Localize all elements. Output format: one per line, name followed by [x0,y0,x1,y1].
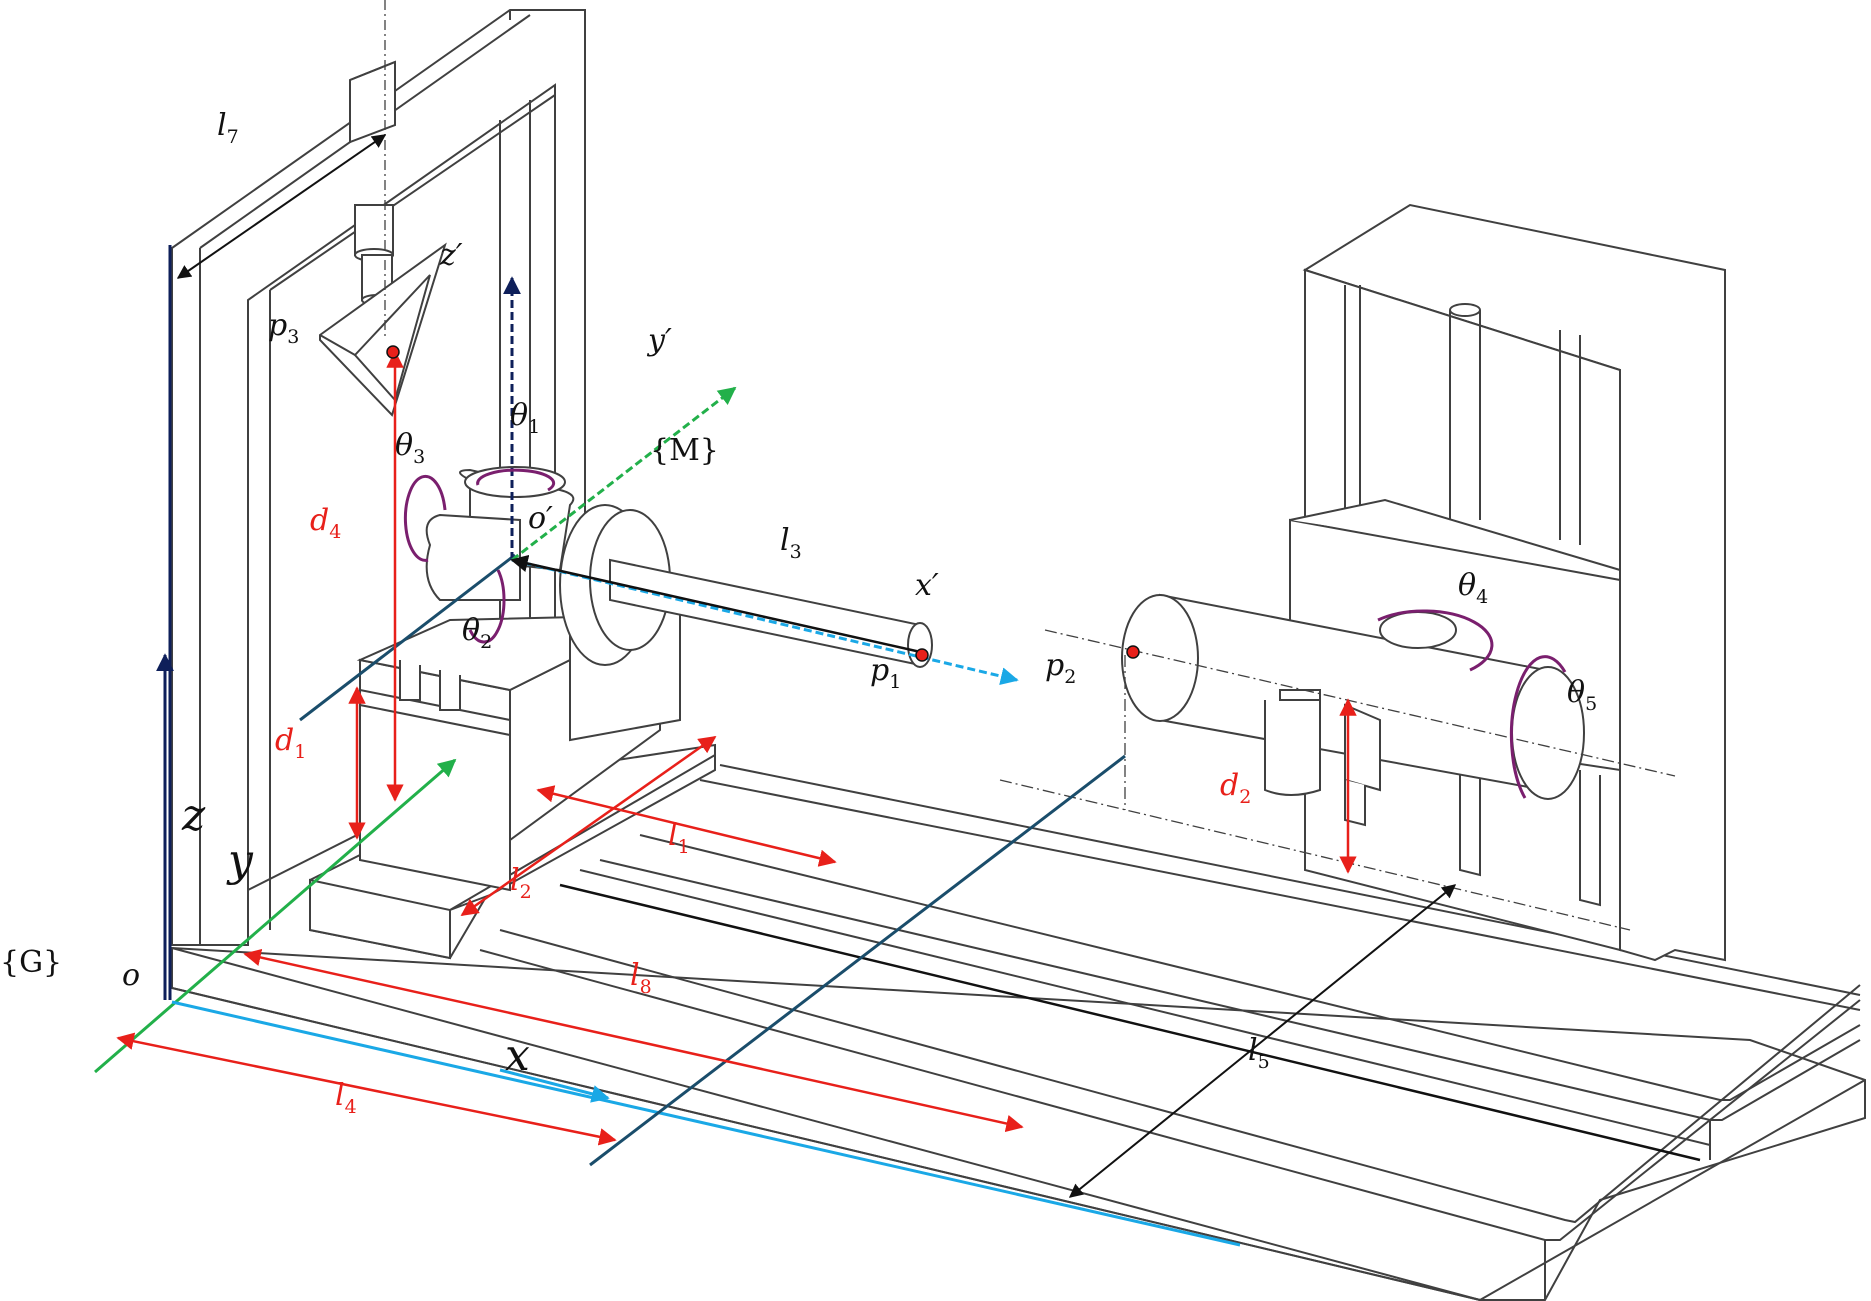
axis-y-label: y [226,835,254,886]
l1-label: l1 [668,818,690,858]
red-dimensions [116,350,1357,1146]
theta3-label: θ3 [395,428,425,468]
l4-label: l4 [335,1078,357,1118]
p2-label: p2 [1045,648,1076,688]
p1-label: p1 [870,653,901,693]
d1-label: d1 [275,723,306,763]
axis-x-prime-label: x′ [915,568,939,603]
frame-m-label: {M} [650,433,719,468]
black-dimensions [176,134,1457,1198]
theta5-rotation [1509,655,1567,799]
right-column [1289,203,1726,962]
origin-o-prime-label: o′ [528,501,553,536]
l5-label: l5 [1248,1033,1270,1073]
l7-dimension [176,134,387,279]
tool-axis-line-left [299,553,516,722]
p1-point [915,648,929,662]
theta2-rotation-b [468,569,506,644]
theta4-label: θ4 [1458,568,1488,608]
frame-g-label: {G} [0,945,62,980]
axis-x-label: x [505,1030,530,1081]
theta5-label: θ5 [1567,675,1597,715]
axis-z-label: z [181,790,206,841]
text-labels: {G} o z y x {M} o′ x′ y′ z′ θ1 θ2 θ3 θ4 … [0,108,1597,1118]
l5-dimension [1068,884,1457,1198]
p2-point [1126,645,1140,659]
l8-dimension [243,948,1024,1133]
l7-label: l7 [217,108,239,148]
l2-label: l2 [510,863,532,903]
y-prime-axis [511,386,737,562]
p3-label: p3 [268,308,299,348]
local-frame [503,276,1019,686]
theta1-label: θ1 [510,398,540,438]
l2-dimension [460,735,717,917]
p3-point [386,345,400,359]
theta4-rotation [1377,609,1494,672]
axis-y-prime-label: y′ [646,323,672,358]
l8-label: l8 [630,958,652,998]
centre-lines [999,629,1676,931]
axis-z-prime-label: z′ [439,238,463,273]
origin-o-label: o [122,958,140,993]
l3-arrow [510,554,926,655]
theta1-rotation [476,468,556,492]
d4-label: d4 [310,503,341,543]
l3-label: l3 [780,523,802,563]
d2-label: d2 [1220,768,1251,808]
theta2-label: θ2 [462,613,492,653]
rotation-arrows [403,468,1567,799]
theta2-rotation-a [403,474,447,562]
rotary-cylinder [1121,593,1585,827]
y-axis-line [94,758,457,1074]
red-points [386,345,1140,662]
